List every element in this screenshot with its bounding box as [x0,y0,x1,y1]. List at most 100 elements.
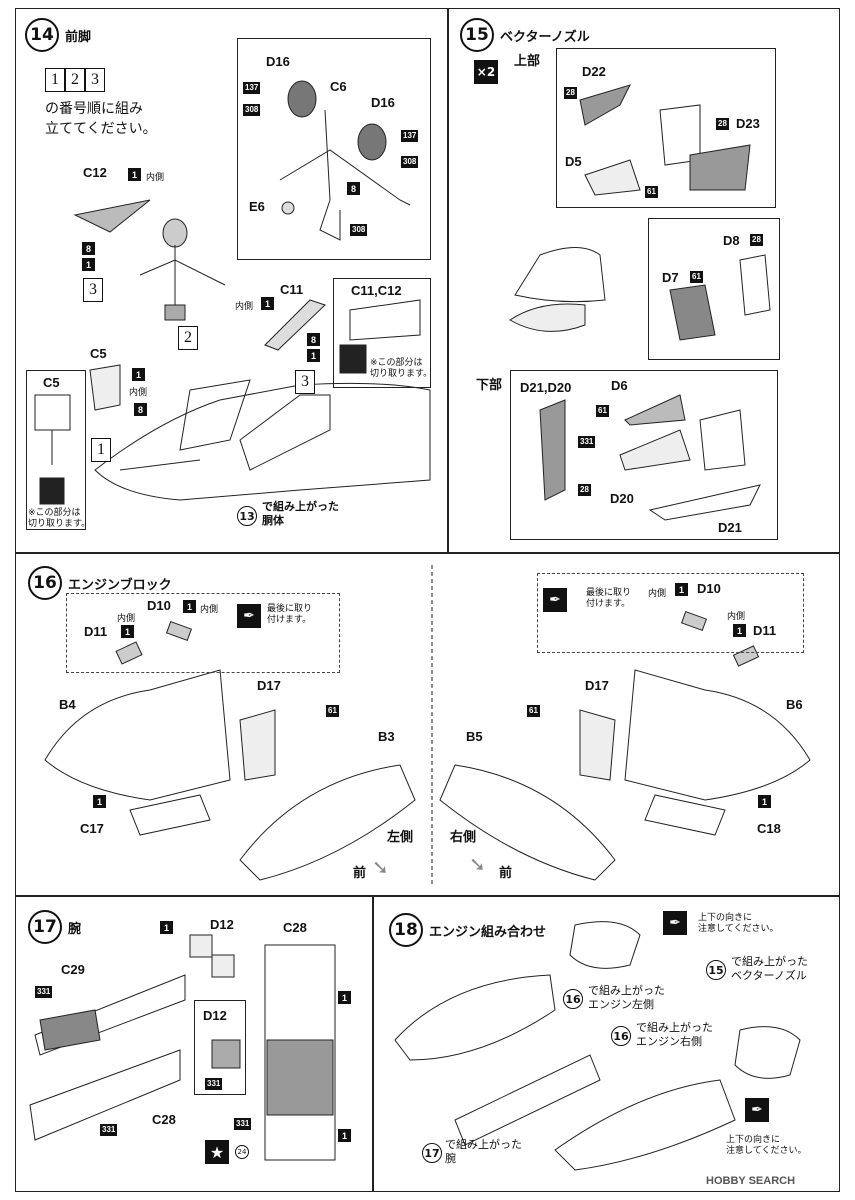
d7-d8-detail-box [648,218,780,360]
note-line: エンジン左側 [588,998,654,1011]
step-number: 16 [28,566,62,600]
code-308: 308 [243,104,261,116]
left-small-parts-box [66,593,340,673]
order-step-2: 2 [178,326,198,350]
step-number: 17 [28,910,62,944]
code-137: 137 [401,130,419,142]
code-8: 8 [134,403,147,416]
code-1: 1 [261,297,274,310]
part-B5: B5 [466,729,483,744]
order-step-3: 3 [295,370,315,394]
note-line: 上下の向きに [726,1135,781,1145]
inner-label: 内側 [648,589,667,599]
glue-icon: ✒ [237,604,261,628]
right-small-parts-box [537,573,804,653]
watermark-logo: HOBBY SEARCH [706,1175,796,1187]
code-28: 28 [578,484,591,496]
cut-note-c11c12: ※この部分は 切り取ります。 [370,358,432,380]
part-D10: D10 [147,598,171,613]
note-line: 切り取ります。 [28,519,91,529]
note-line: 胴体 [262,514,284,527]
code-1: 1 [183,600,196,613]
gear-detail-box [237,38,431,260]
order-num-2: 2 [65,68,85,92]
note-line: ※この部分は [28,508,81,518]
step15-header: 15 ベクターノズル [460,18,590,52]
order-instruction-2: 立ててください。 [45,120,157,136]
front-arrow-icon: ➘ [372,855,389,879]
cut-note-c5: ※この部分は 切り取ります。 [28,508,90,530]
code-61: 61 [645,186,658,198]
code-8: 8 [82,242,95,255]
quantity-badge: ×2 [474,60,498,84]
note-line: 上下の向きに [698,913,753,923]
ref-step-17-text: で組み上がった 腕 [445,1138,522,1166]
code-137: 137 [243,82,261,94]
step-title: エンジンブロック [68,577,172,593]
code-61: 61 [527,705,540,717]
order-step-1: 1 [91,438,111,462]
attach-last-note: 最後に取り 付けます。 [267,604,312,626]
note-line: 注意してください。 [726,1146,807,1156]
part-C11: C11 [280,282,304,297]
code-331: 331 [100,1124,118,1136]
note-line: エンジン右側 [636,1035,702,1048]
step16-panel [15,553,840,896]
part-C28-top: C28 [283,920,307,935]
note-line: 最後に取り [586,588,632,598]
part-D21-D20: D21,D20 [520,380,572,395]
attach-last-note: 最後に取り 付けます。 [586,588,631,610]
c5-detail-box [26,370,86,530]
part-D16-left: D16 [266,54,290,69]
part-B6: B6 [786,697,803,712]
code-1: 1 [733,624,746,637]
order-num-1: 1 [45,68,65,92]
step-title: 腕 [68,921,82,937]
part-B4: B4 [59,697,76,712]
note-line: で組み上がった [636,1021,713,1034]
step16-header: 16 エンジンブロック [28,566,172,600]
code-1: 1 [338,1129,351,1142]
part-C5: C5 [90,346,107,361]
part-D23: D23 [736,116,760,131]
part-D8: D8 [723,233,740,248]
glue-icon: ✒ [663,911,687,935]
note-line: 注意してください。 [698,924,779,934]
part-D22: D22 [582,64,606,79]
step17-panel [15,896,373,1192]
orientation-note: 上下の向きに 注意してください。 [698,913,778,935]
ref-step-16-right-text: で組み上がった エンジン右側 [636,1021,713,1049]
step-number: 15 [460,18,494,52]
step17-header: 17 腕 [28,910,81,944]
front-arrow-icon: ➘ [469,852,486,876]
part-D11: D11 [84,624,108,639]
note-line: 最後に取り [267,604,313,614]
code-1: 1 [128,168,141,181]
orientation-note: 上下の向きに 注意してください。 [726,1135,806,1157]
note-line: 腕 [445,1152,456,1165]
code-28: 28 [716,118,729,130]
star-icon: ★ [205,1140,229,1164]
inner-label: 内側 [117,614,136,624]
inner-label: 内側 [235,302,254,312]
part-D20: D20 [610,491,634,506]
part-D17: D17 [585,678,609,693]
code-28: 28 [564,87,577,99]
code-1: 1 [338,991,351,1004]
part-C6: C6 [330,79,347,94]
code-8: 8 [347,182,360,195]
part-E6: E6 [249,199,265,214]
step15-panel [448,8,840,553]
part-D5: D5 [565,154,582,169]
step-title: 前脚 [65,29,92,45]
code-1: 1 [758,795,771,808]
glue-icon: ✒ [543,588,567,612]
step18-header: 18 エンジン組み合わせ [389,913,546,947]
step-number: 14 [25,18,59,52]
ref-step-15-text: で組み上がった ベクターノズル [731,955,808,983]
code-1: 1 [93,795,106,808]
ref-step-16-left-text: で組み上がった エンジン左側 [588,984,665,1012]
code-331: 331 [35,986,53,998]
part-C12: C12 [83,165,107,180]
